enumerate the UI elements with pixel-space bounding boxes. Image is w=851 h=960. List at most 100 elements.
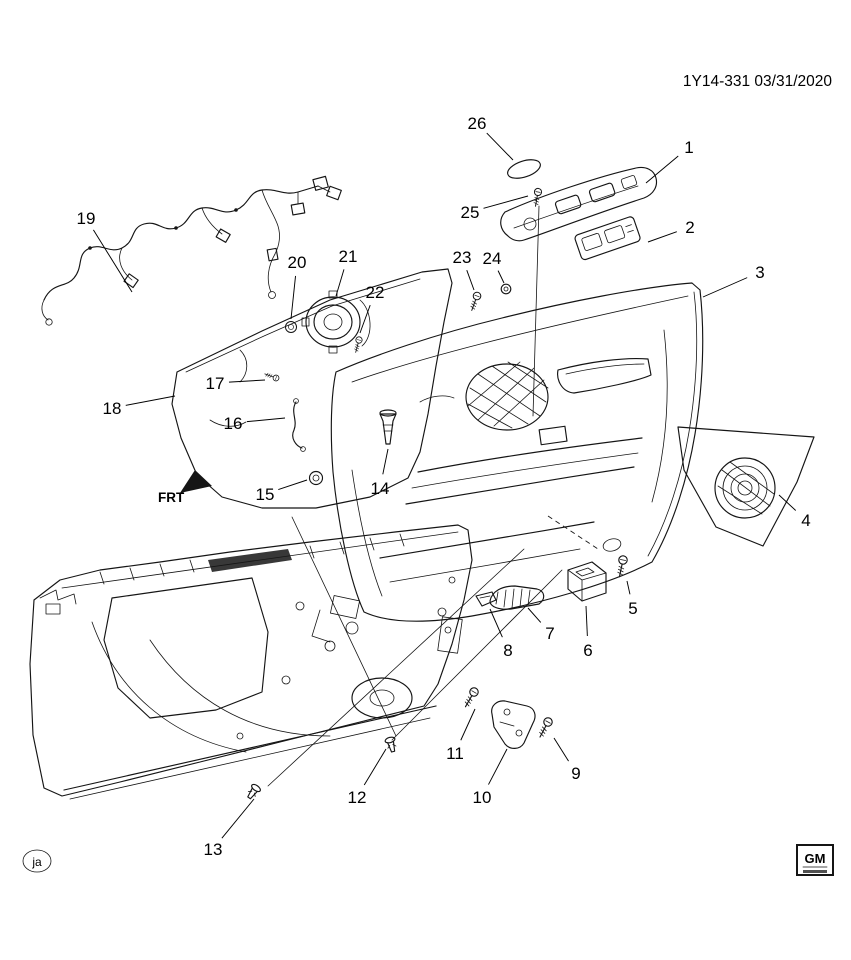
- leader-line-8: [489, 608, 503, 638]
- callout-6: 6: [583, 641, 592, 660]
- harness-connector: [123, 273, 139, 289]
- callout-18: 18: [103, 399, 122, 418]
- frame-flange: [208, 549, 292, 572]
- leader-line-22: [359, 304, 371, 334]
- harness-grommet: [45, 318, 53, 326]
- frame-access-opening: [103, 577, 269, 719]
- alignment-line: [291, 516, 397, 737]
- leader-line-18: [125, 395, 176, 406]
- trim-piece-8: [475, 591, 497, 607]
- panel-retainer-14: [379, 409, 397, 445]
- door-pull-handle: [557, 358, 652, 394]
- callout-15: 15: [256, 485, 275, 504]
- gm-logo: GM: [796, 844, 834, 876]
- leader-line-20: [290, 275, 297, 320]
- armrest-upper-line: [417, 437, 643, 473]
- assembly-line: [532, 205, 540, 417]
- gm-logo-text: GM: [805, 851, 826, 866]
- leader-line-6: [585, 605, 588, 637]
- callout-7: 7: [545, 624, 554, 643]
- callout-21: 21: [339, 247, 358, 266]
- frt-label: FRT: [158, 490, 185, 505]
- callout-26: 26: [468, 114, 487, 133]
- callout-24: 24: [483, 249, 502, 268]
- callout-3: 3: [755, 263, 764, 282]
- frame-speaker-hole: [351, 677, 413, 719]
- callout-22: 22: [366, 283, 385, 302]
- leader-line-14: [382, 448, 389, 475]
- speaker-grille: [465, 361, 549, 431]
- leader-line-23: [466, 269, 475, 291]
- leader-line-13: [221, 798, 255, 839]
- callout-19: 19: [77, 209, 96, 228]
- callout-17: 17: [206, 374, 225, 393]
- leader-line-25: [483, 195, 529, 209]
- screw-9: [535, 715, 555, 740]
- leader-line-3: [702, 277, 748, 298]
- frt-marker: FRT: [158, 470, 212, 505]
- callout-16: 16: [224, 414, 243, 433]
- armrest-switch-plate: [500, 166, 658, 242]
- harness-connector: [312, 175, 329, 191]
- page-mark: ja: [22, 849, 52, 873]
- leader-line-17: [228, 379, 266, 383]
- callout-25: 25: [461, 203, 480, 222]
- window-switch-opening: [588, 182, 616, 203]
- harness-connector: [326, 185, 342, 201]
- leader-line-16: [246, 417, 286, 423]
- leader-line-12: [363, 748, 387, 786]
- drawing-number: 1Y14-331 03/31/2020: [683, 73, 832, 90]
- alignment-line: [391, 569, 563, 741]
- harness-connector: [290, 202, 306, 216]
- screw-23: [467, 290, 483, 313]
- leader-line-2: [647, 231, 677, 243]
- callout-10: 10: [473, 788, 492, 807]
- clip-13: [244, 782, 263, 802]
- door-trim-panel: [330, 282, 704, 622]
- leader-line-4: [778, 494, 797, 511]
- regulator-detail: [330, 595, 360, 619]
- harness-terminal: [268, 291, 276, 299]
- leader-line-1: [645, 155, 679, 184]
- callout-4: 4: [801, 511, 810, 530]
- clip-12: [383, 735, 399, 754]
- leader-line-26: [486, 132, 514, 161]
- leader-line-5: [626, 580, 631, 595]
- callout-13: 13: [204, 840, 223, 859]
- armrest-lower-line: [405, 466, 635, 505]
- callout-8: 8: [503, 641, 512, 660]
- handle-bezel-7: [489, 585, 545, 610]
- harness-connector: [266, 247, 279, 262]
- nut-clip-24: [500, 283, 512, 295]
- harness-connector: [215, 228, 231, 243]
- callout-9: 9: [571, 764, 580, 783]
- callout-20: 20: [288, 253, 307, 272]
- alignment-line: [267, 548, 525, 787]
- leader-line-7: [527, 607, 542, 623]
- leader-line-19: [92, 229, 133, 293]
- callout-2: 2: [685, 218, 694, 237]
- tweeter-speaker-grille: [677, 426, 815, 547]
- deflector-grommet: [284, 320, 298, 334]
- panel-grommet-15: [308, 470, 324, 486]
- screw-11: [461, 685, 481, 710]
- leader-lines: [92, 132, 797, 839]
- retainer-screw-17: [263, 370, 281, 383]
- door-speaker: [301, 290, 371, 354]
- switch-plate-cover-26: [507, 159, 541, 179]
- window-switch-opening: [554, 194, 582, 215]
- window-switch-bank: [574, 216, 641, 261]
- leader-line-15: [278, 479, 308, 491]
- switch-opening: [538, 425, 568, 446]
- assembly-dash-line: [547, 515, 599, 550]
- map-pocket-line: [379, 521, 595, 559]
- callout-23: 23: [453, 248, 472, 267]
- latch-area: [437, 616, 463, 654]
- page-mark-label: ja: [31, 855, 42, 869]
- leader-line-11: [460, 708, 476, 741]
- leader-line-24: [497, 270, 505, 284]
- door-wiring-harness: [41, 175, 342, 326]
- callout-11: 11: [446, 744, 464, 763]
